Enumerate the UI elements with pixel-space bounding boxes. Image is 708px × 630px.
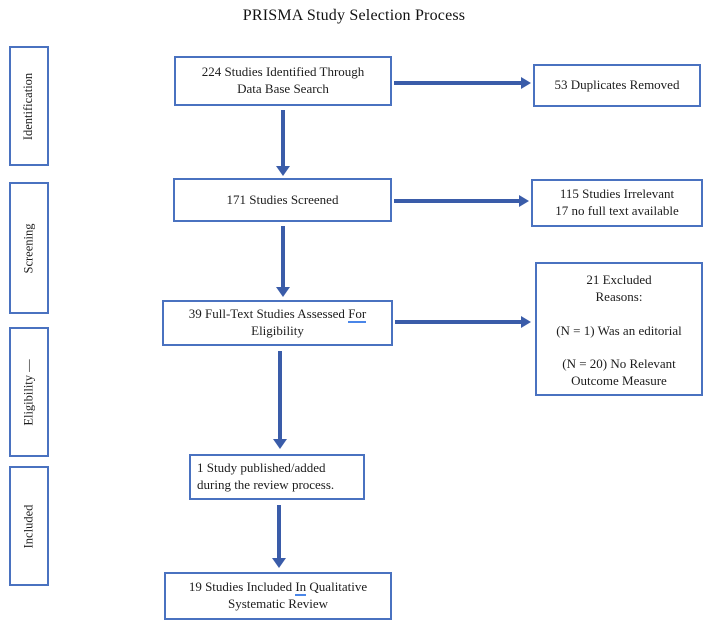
flow-box-studies-screened: 171 Studies Screened bbox=[173, 178, 392, 222]
side-box-studies-irrelevant: 115 Studies Irrelevant 17 no full text a… bbox=[531, 179, 703, 227]
arrow-head bbox=[521, 77, 531, 89]
arrow-head bbox=[521, 316, 531, 328]
arrow-stem bbox=[278, 351, 282, 439]
stage-box-eligibility: Eligibility — bbox=[9, 327, 49, 457]
stage-label-eligibility: Eligibility — bbox=[21, 358, 36, 426]
included-line2: Systematic Review bbox=[227, 596, 328, 611]
stage-label-identification: Identification bbox=[21, 72, 36, 140]
arrow-right-screened-to-irrelevant-icon bbox=[394, 195, 529, 207]
side-box-excluded-reasons-text: 21 Excluded Reasons: (N = 1) Was an edit… bbox=[556, 272, 682, 389]
arrow-stem bbox=[281, 110, 285, 166]
side-box-duplicates-removed-text: 53 Duplicates Removed bbox=[554, 77, 680, 93]
arrow-down-fulltext-to-added-icon bbox=[273, 351, 287, 449]
arrow-stem bbox=[394, 199, 519, 203]
arrow-head bbox=[519, 195, 529, 207]
arrow-right-identified-to-duplicates-icon bbox=[394, 77, 531, 89]
arrow-stem bbox=[277, 505, 281, 558]
stage-label-included: Included bbox=[21, 504, 36, 548]
flow-box-studies-identified-text: 224 Studies Identified Through Data Base… bbox=[201, 64, 365, 96]
fulltext-prefix: 39 Full-Text Studies Assessed bbox=[188, 306, 349, 322]
stage-box-screening: Screening bbox=[9, 182, 49, 314]
stage-label-screening: Screening bbox=[21, 223, 36, 273]
fulltext-line2: Eligibility bbox=[251, 323, 304, 338]
arrow-stem bbox=[395, 320, 521, 324]
fulltext-underlined-word: For bbox=[348, 306, 367, 324]
included-prefix: 19 Studies Included bbox=[188, 579, 296, 595]
flow-box-studies-screened-text: 171 Studies Screened bbox=[226, 191, 339, 207]
arrow-head bbox=[272, 558, 286, 568]
included-underlined-word: In bbox=[295, 579, 307, 597]
included-suffix: Qualitative bbox=[306, 579, 368, 595]
arrow-head bbox=[276, 287, 290, 297]
arrow-head bbox=[276, 166, 290, 176]
arrow-down-identified-to-screened-icon bbox=[276, 110, 290, 176]
stage-box-identification: Identification bbox=[9, 46, 49, 166]
arrow-down-screened-to-fulltext-icon bbox=[276, 226, 290, 297]
arrow-head bbox=[273, 439, 287, 449]
arrow-down-added-to-included-icon bbox=[272, 505, 286, 568]
arrow-right-fulltext-to-excluded-icon bbox=[395, 316, 531, 328]
side-box-duplicates-removed: 53 Duplicates Removed bbox=[533, 64, 701, 107]
side-box-excluded-reasons: 21 Excluded Reasons: (N = 1) Was an edit… bbox=[535, 262, 703, 396]
side-box-studies-irrelevant-text: 115 Studies Irrelevant 17 no full text a… bbox=[555, 186, 679, 218]
arrow-stem bbox=[394, 81, 521, 85]
flow-box-study-added-text: 1 Study published/added during the revie… bbox=[197, 460, 335, 492]
diagram-title: PRISMA Study Selection Process bbox=[242, 7, 466, 24]
stage-box-included: Included bbox=[9, 466, 49, 586]
flow-box-studies-identified: 224 Studies Identified Through Data Base… bbox=[174, 56, 392, 106]
arrow-stem bbox=[281, 226, 285, 287]
flow-box-study-added: 1 Study published/added during the revie… bbox=[189, 454, 365, 500]
